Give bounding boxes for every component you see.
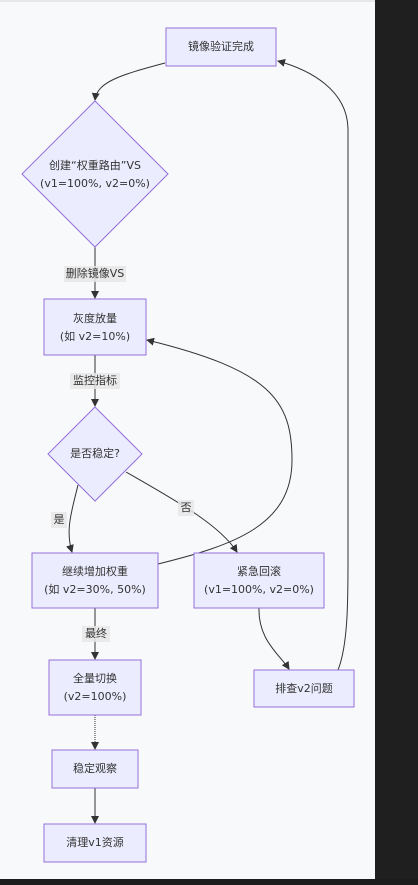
node-label: 排查v2问题 xyxy=(275,681,333,695)
edge-label-monitor: 监控指标 xyxy=(70,373,120,389)
node-canary-rollout[interactable]: 灰度放量 (如 v2=10%) xyxy=(43,298,147,356)
node-label-line2: (v1=100%, v2=0%) xyxy=(204,583,314,596)
panel-top-border xyxy=(0,0,375,2)
node-stable-observe[interactable]: 稳定观察 xyxy=(51,749,139,789)
edge-label-text: 删除镜像VS xyxy=(66,266,125,280)
node-emergency-rollback[interactable]: 紧急回滚 (v1=100%, v2=0%) xyxy=(193,552,325,609)
diagram-panel: 删除镜像VS 监控指标 是 否 最终 镜像验证完成 创建“权重路由”VS (v1… xyxy=(0,0,375,863)
node-label-line1: 灰度放量 xyxy=(73,311,117,325)
dark-bottom-bar xyxy=(0,879,418,885)
edge-rollback-to-investigate xyxy=(258,607,290,670)
edge-label-final: 最终 xyxy=(82,626,110,642)
node-cleanup-v1[interactable]: 清理v1资源 xyxy=(43,823,147,863)
edge-label-text: 否 xyxy=(181,501,192,514)
edge-label-text: 最终 xyxy=(85,626,107,640)
edge-label-text: 监控指标 xyxy=(73,373,117,387)
node-label-line2: (v1=100%, v2=0%) xyxy=(40,177,150,190)
edge-stable-to-increase xyxy=(66,484,79,553)
node-label-line1: 全量切换 xyxy=(73,671,117,685)
node-label-line1: 继续增加权重 xyxy=(62,564,128,578)
node-investigate-v2[interactable]: 排查v2问题 xyxy=(253,669,355,708)
node-label-line1: 创建“权重路由”VS xyxy=(49,158,141,172)
edge-label-delete-mirror: 删除镜像VS xyxy=(64,266,126,282)
node-create-weighted-vs[interactable]: 创建“权重路由”VS (v1=100%, v2=0%) xyxy=(21,100,169,248)
node-label-line1: 紧急回滚 xyxy=(237,564,281,578)
node-mirror-verified[interactable]: 镜像验证完成 xyxy=(165,27,277,67)
node-label: 清理v1资源 xyxy=(66,835,124,849)
node-label-line2: (v2=100%) xyxy=(64,690,127,703)
node-label-line2: (如 v2=10%) xyxy=(60,329,130,343)
edges xyxy=(66,59,349,824)
edge-mirror-to-create xyxy=(91,62,166,101)
edge-label-text: 是 xyxy=(54,513,65,526)
node-label-line2: (如 v2=30%, 50%) xyxy=(44,582,146,596)
edge-label-no: 否 xyxy=(178,500,194,516)
node-label: 稳定观察 xyxy=(73,761,117,775)
edge-label-yes: 是 xyxy=(51,512,67,528)
edge-increase-to-canary xyxy=(146,337,293,565)
node-label: 是否稳定? xyxy=(70,446,120,460)
edge-investigate-to-mirror xyxy=(277,59,349,671)
node-full-switch[interactable]: 全量切换 (v2=100%) xyxy=(48,659,142,716)
node-is-stable[interactable]: 是否稳定? xyxy=(47,406,143,502)
node-increase-weight[interactable]: 继续增加权重 (如 v2=30%, 50%) xyxy=(31,552,159,609)
dark-side-panel xyxy=(375,0,418,885)
node-label: 镜像验证完成 xyxy=(188,39,254,53)
flowchart: 删除镜像VS 监控指标 是 否 最终 镜像验证完成 创建“权重路由”VS (v1… xyxy=(21,27,355,863)
